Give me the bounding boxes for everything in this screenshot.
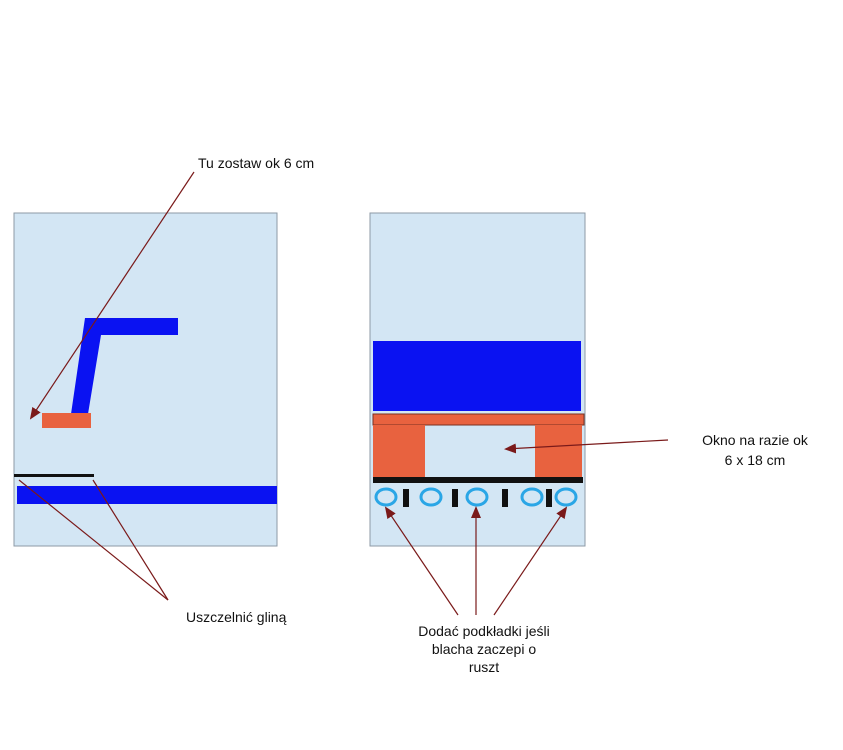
sheet-metal-plate (373, 477, 583, 483)
label-tu-zostaw: Tu zostaw ok 6 cm (198, 155, 314, 171)
l-shaped-flue (71, 318, 178, 414)
label-uszczelnic: Uszczelnić gliną (186, 609, 287, 625)
grate-bar (403, 489, 409, 507)
arrow-uszczelnic-right (92, 479, 169, 601)
sheet-metal-edge (14, 474, 94, 477)
grate-bar (452, 489, 458, 507)
label-okno-line1: Okno na razie ok (702, 432, 809, 448)
washer (465, 487, 489, 507)
arrow-dodac-right (493, 506, 568, 616)
label-dodac-line1: Dodać podkładki jeśli (418, 623, 550, 639)
arrow-okno (504, 439, 669, 454)
washers (374, 487, 578, 507)
label-dodac-line3: ruszt (469, 659, 499, 675)
arrow-dodac-left (384, 506, 459, 616)
grate-bars (403, 489, 552, 507)
label-okno-line2: 6 x 18 cm (725, 452, 786, 468)
top-blue-block (373, 341, 581, 411)
washer (554, 487, 578, 507)
bottom-blue-bar (17, 486, 277, 504)
arrow-tu-zostaw (29, 171, 195, 420)
label-dodac-line2: blacha zaczepi o (432, 641, 537, 657)
leader-arrows (18, 171, 669, 616)
brick-right-pillar (535, 425, 582, 477)
grate-bar (546, 489, 552, 507)
washer (374, 487, 398, 507)
left-panel (13, 212, 278, 547)
brick-block (42, 413, 91, 428)
brick-left-pillar (373, 425, 425, 477)
arrow-uszczelnic-left (18, 479, 169, 601)
brick-lintel (372, 413, 585, 426)
washer (419, 487, 443, 507)
washer (520, 487, 544, 507)
right-panel (369, 212, 586, 547)
grate-bar (502, 489, 508, 507)
